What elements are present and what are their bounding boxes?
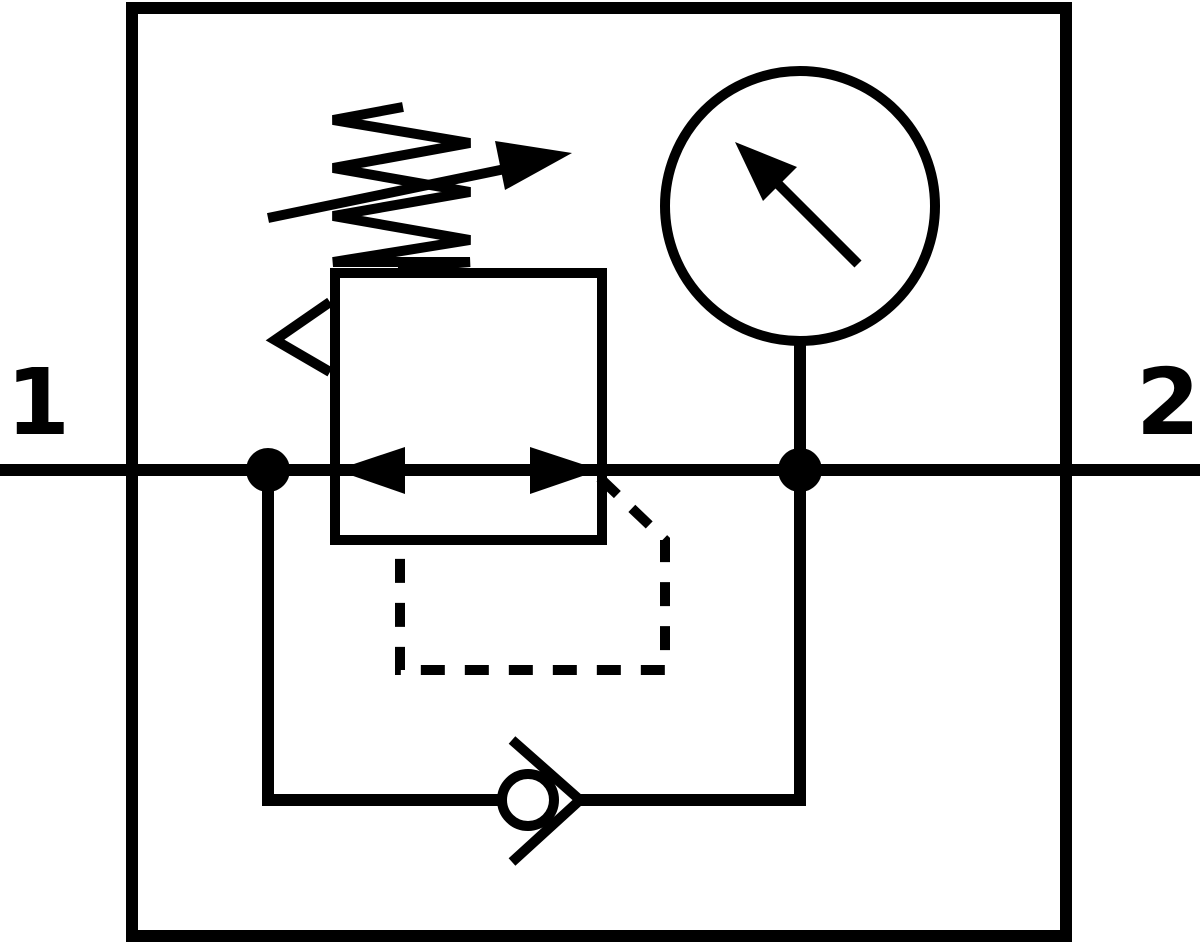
bypass-line-right: [580, 470, 806, 806]
adjustable-spring-icon: [266, 102, 572, 273]
pilot-line: [395, 474, 670, 675]
junction-dot-left: [246, 448, 290, 492]
bypass-line-left: [262, 470, 500, 806]
exhaust-relief-icon: [265, 297, 333, 377]
port-1-label: 1: [6, 349, 70, 456]
check-valve-icon: [497, 736, 588, 866]
port-2-label: 2: [1136, 349, 1200, 456]
pressure-regulator-valve-icon: [330, 268, 607, 545]
pressure-gauge-icon: [660, 66, 940, 346]
junction-dot-right: [778, 448, 822, 492]
